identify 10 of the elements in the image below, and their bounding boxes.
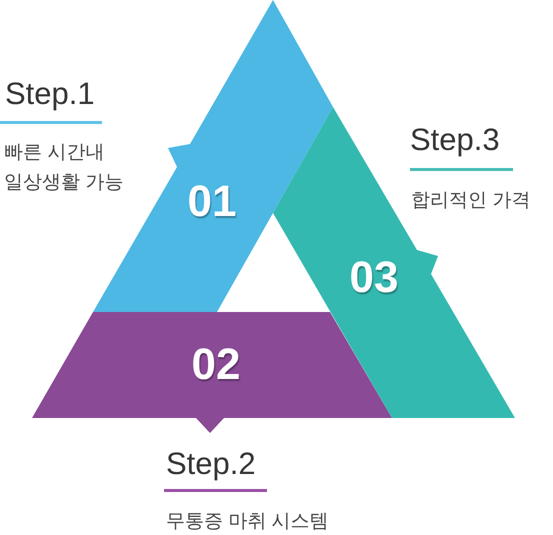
step-number: 01	[188, 180, 236, 224]
step-number: 02	[192, 343, 240, 387]
triangle-segment	[32, 312, 392, 433]
step-description: 무통증 마취 시스템	[166, 510, 329, 534]
step-description: 빠른 시간내 일상생활 가능	[4, 141, 124, 195]
step-number: 03	[350, 256, 398, 300]
step-heading: Step.2	[166, 446, 256, 482]
step-description: 합리적인 가격	[411, 189, 530, 213]
step-heading: Step.3	[410, 122, 500, 158]
step-heading: Step.1	[5, 76, 95, 112]
